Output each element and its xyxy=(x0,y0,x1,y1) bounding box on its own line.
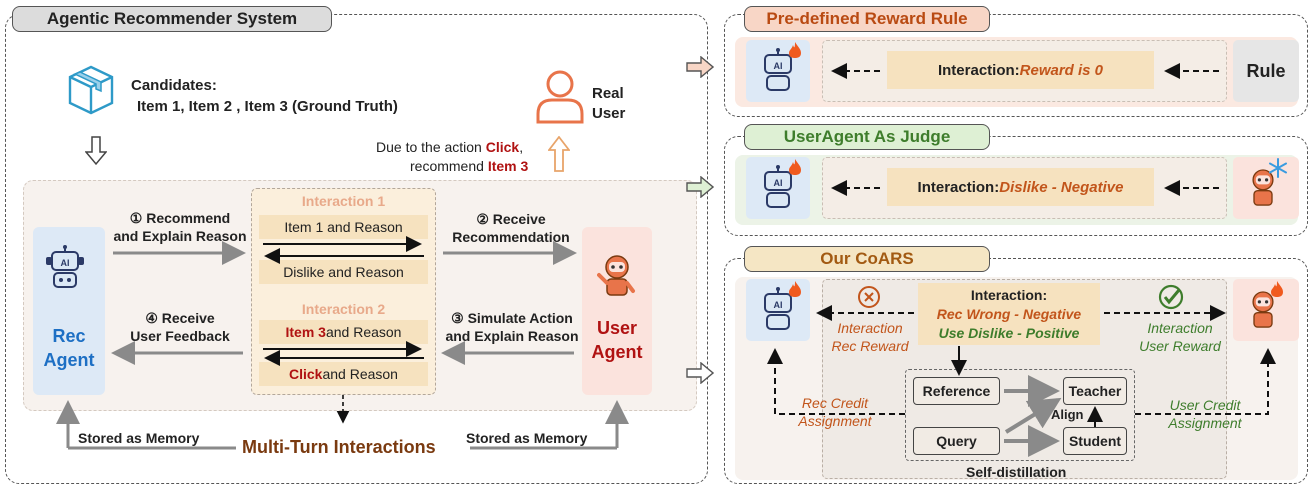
robot-icon: AI xyxy=(764,287,792,330)
panel3-interaction: Interaction: Rec Wrong - Negative Use Di… xyxy=(918,283,1100,345)
judge-panel xyxy=(724,136,1308,236)
astronaut-robot-icon xyxy=(597,255,635,296)
coars-panel xyxy=(724,258,1308,484)
candidates-items: Item 1, Item 2 , Item 3 (Ground Truth) xyxy=(137,98,398,115)
fire-icon xyxy=(1271,281,1283,297)
panel1-interaction: Interaction: Reward is 0 xyxy=(887,51,1154,89)
query-node: Query xyxy=(913,427,1000,455)
fire-icon xyxy=(789,159,801,175)
self-distillation-label: Self-distillation xyxy=(966,464,1067,480)
reference-node: Reference xyxy=(913,377,1000,405)
check-icon xyxy=(1158,284,1184,310)
reward-rule-title: Pre-defined Reward Rule xyxy=(744,6,990,32)
user-agent-box xyxy=(582,227,652,395)
svg-text:AI: AI xyxy=(61,258,70,268)
package-icon xyxy=(68,65,114,115)
interaction-2-msg1: Item 3 and Reason xyxy=(259,320,428,344)
interaction-1-msg2: Dislike and Reason xyxy=(259,260,428,284)
fire-icon xyxy=(789,281,801,297)
interaction-1-title: Interaction 1 xyxy=(301,193,386,209)
svg-text:AI: AI xyxy=(774,178,783,188)
judge-title: UserAgent As Judge xyxy=(744,124,990,150)
coars-title: Our CoARS xyxy=(744,246,990,272)
right-arrow-icon xyxy=(686,56,714,78)
svg-text:AI: AI xyxy=(774,61,783,71)
agentic-system-title: Agentic Recommender System xyxy=(12,6,332,32)
fire-icon xyxy=(789,42,801,58)
astronaut-robot-icon xyxy=(1252,169,1274,206)
wrong-icon xyxy=(858,286,880,308)
up-arrow-icon xyxy=(548,136,570,172)
interaction-2-title: Interaction 2 xyxy=(301,301,386,317)
robot-icon: AI xyxy=(764,48,792,91)
self-distillation-box xyxy=(905,369,1135,461)
snowflake-icon xyxy=(1269,158,1287,178)
svg-text:AI: AI xyxy=(774,300,783,310)
right-arrow-icon xyxy=(686,362,714,384)
stored-memory-left: Stored as Memory xyxy=(78,430,200,446)
action-text-line1: Due to the action Click, xyxy=(376,139,524,155)
rule-box: Rule xyxy=(1233,40,1299,102)
student-node: Student xyxy=(1063,427,1127,455)
multi-turn-label: Multi-Turn Interactions xyxy=(242,437,436,457)
candidates-label: Candidates: xyxy=(131,77,217,94)
real-user-icon xyxy=(536,70,584,124)
robot-icon: AI xyxy=(46,245,84,288)
stored-memory-right: Stored as Memory xyxy=(466,430,588,446)
astronaut-robot-icon xyxy=(1252,291,1274,328)
interaction-2-msg2: Click and Reason xyxy=(259,362,428,386)
teacher-node: Teacher xyxy=(1063,377,1127,405)
robot-icon: AI xyxy=(764,165,792,208)
panel2-interaction: Interaction: Dislike - Negative xyxy=(887,168,1154,206)
agentic-system-panel xyxy=(5,14,708,484)
reward-rule-panel xyxy=(724,14,1308,117)
action-text-line2: recommend Item 3 xyxy=(410,158,529,174)
interaction-1-msg1: Item 1 and Reason xyxy=(259,215,428,239)
right-arrow-icon xyxy=(686,176,714,198)
down-arrow-icon xyxy=(85,136,107,166)
